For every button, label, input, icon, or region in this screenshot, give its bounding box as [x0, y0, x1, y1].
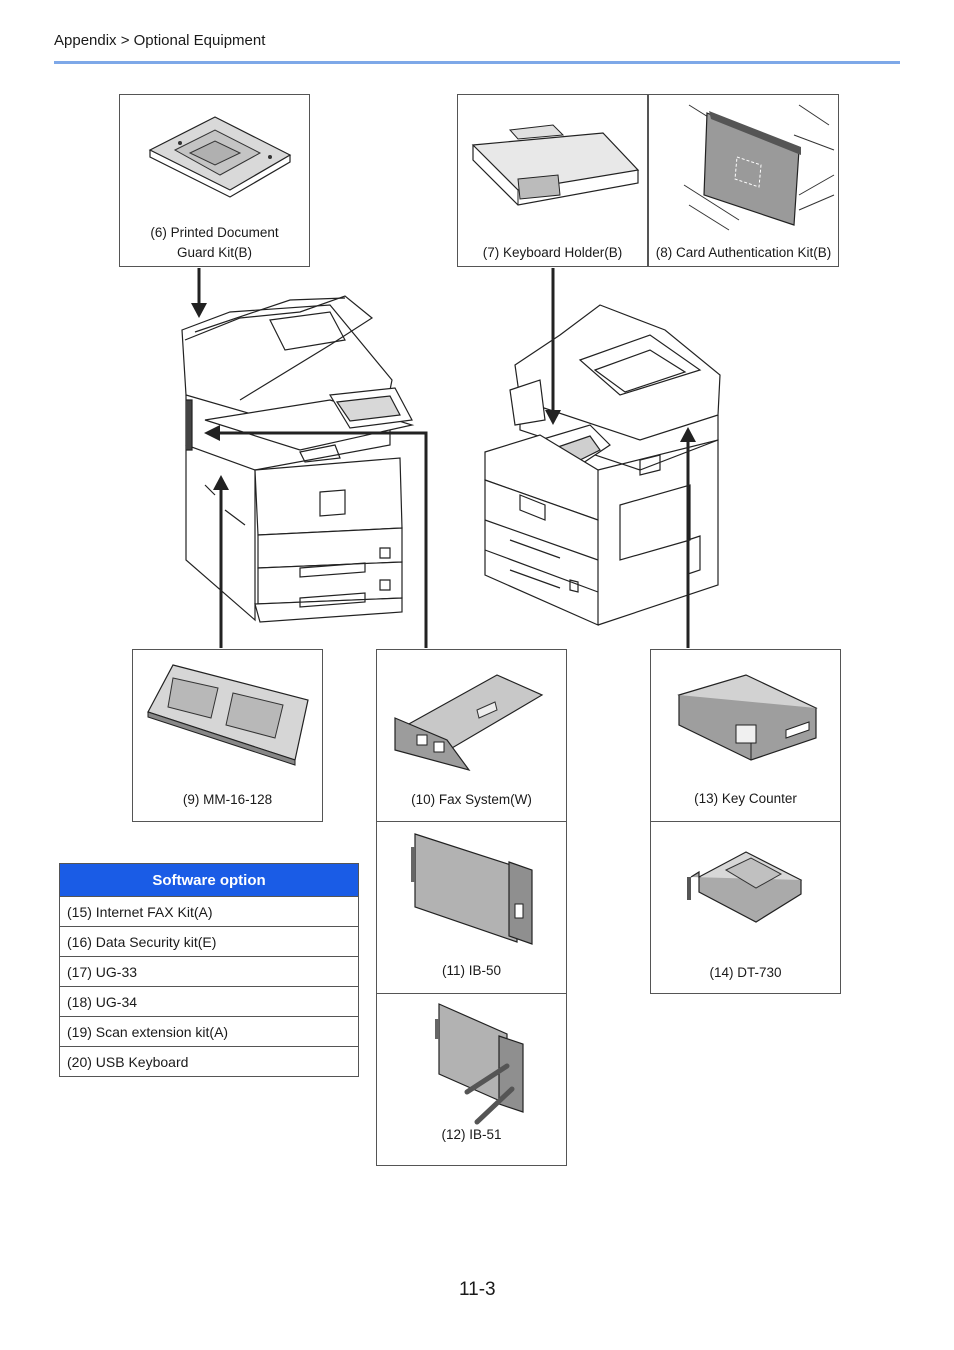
item-7-keyboard-holder: (7) Keyboard Holder(B): [457, 94, 648, 267]
fax-board-icon: [394, 674, 544, 772]
item-13-key-counter: (13) Key Counter: [650, 649, 841, 822]
item-9-memory-module: (9) MM-16-128: [132, 649, 323, 822]
guard-kit-board-icon: [148, 116, 292, 198]
item-11-caption: (11) IB-50: [441, 963, 502, 978]
card-reader-icon: [683, 104, 835, 231]
item-14-dt-730: (14) DT-730: [650, 821, 841, 994]
item-10-fax-system: (10) Fax System(W): [376, 649, 567, 822]
item-12-ib-51: (12) IB-51: [376, 993, 567, 1166]
software-option-row: (17) UG-33: [59, 956, 359, 987]
software-option-header: Software option: [59, 863, 359, 897]
item-6-caption: (6) Printed Document Guard Kit(B): [120, 223, 309, 263]
header-rule: [54, 61, 900, 64]
software-option-row: (20) USB Keyboard: [59, 1046, 359, 1077]
item-12-caption: (12) IB-51: [441, 1127, 502, 1142]
key-counter-icon: [677, 674, 818, 761]
connector-arrows: [197, 268, 690, 648]
printers-diagram: [181, 268, 721, 648]
item-8-card-authentication-kit: (8) Card Authentication Kit(B): [648, 94, 839, 267]
item-10-caption: (10) Fax System(W): [411, 792, 532, 807]
item-14-caption: (14) DT-730: [709, 965, 782, 980]
software-option-row: (15) Internet FAX Kit(A): [59, 896, 359, 927]
item-6-caption-line-2: Guard Kit(B): [176, 245, 253, 260]
document-tray-icon: [687, 851, 803, 923]
item-13-caption: (13) Key Counter: [694, 791, 797, 806]
software-option-row: (19) Scan extension kit(A): [59, 1016, 359, 1047]
item-6-printed-document-guard-kit: (6) Printed Document Guard Kit(B): [119, 94, 310, 267]
memory-module-icon: [147, 664, 309, 766]
keyboard-holder-icon: [471, 124, 640, 206]
printer-right: [484, 304, 721, 626]
item-7-caption: (7) Keyboard Holder(B): [482, 245, 623, 260]
software-option-table: Software option (15) Internet FAX Kit(A)…: [59, 863, 359, 1077]
item-8-caption: (8) Card Authentication Kit(B): [655, 245, 832, 260]
printer-left: [181, 295, 415, 623]
ib-50-board-icon: [411, 833, 533, 945]
item-11-ib-50: (11) IB-50: [376, 821, 567, 994]
breadcrumb: Appendix > Optional Equipment: [54, 32, 266, 49]
item-6-caption-line-1: (6) Printed Document: [150, 225, 279, 240]
ib-51-board-icon: [435, 1003, 524, 1125]
software-option-row: (16) Data Security kit(E): [59, 926, 359, 957]
page-number: 11-3: [459, 1279, 496, 1300]
item-9-caption: (9) MM-16-128: [182, 792, 273, 807]
software-option-row: (18) UG-34: [59, 986, 359, 1017]
